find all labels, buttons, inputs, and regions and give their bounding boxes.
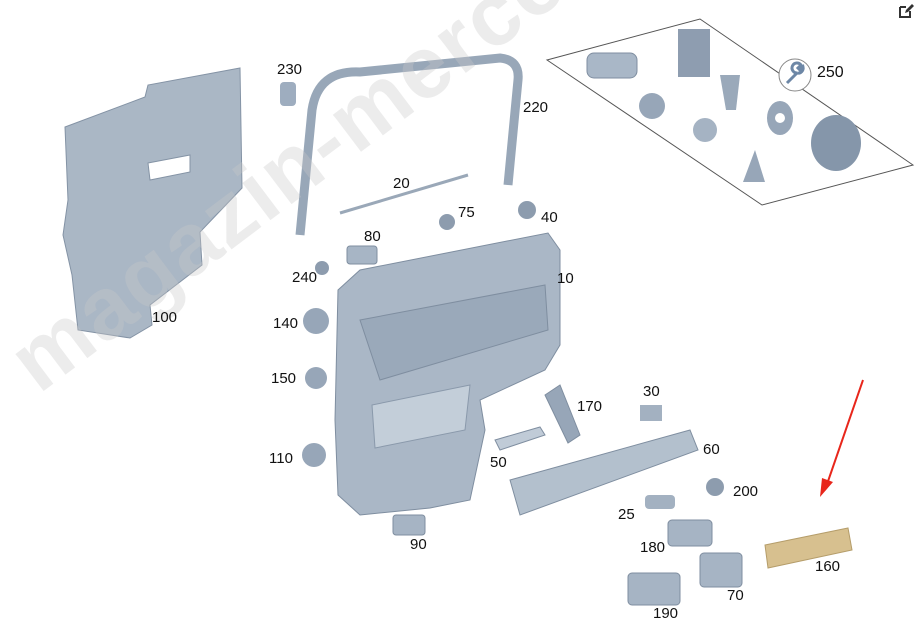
part-150-cap[interactable] — [305, 367, 327, 389]
label-30[interactable]: 30 — [643, 383, 660, 400]
label-110[interactable]: 110 — [269, 450, 293, 467]
label-160[interactable]: 160 — [815, 558, 841, 575]
label-60[interactable]: 60 — [703, 441, 720, 458]
part-70-handle[interactable] — [699, 552, 743, 588]
label-10[interactable]: 10 — [557, 270, 574, 287]
part-20-strip[interactable] — [339, 173, 469, 215]
label-150[interactable]: 150 — [271, 370, 297, 387]
label-25[interactable]: 25 — [618, 506, 635, 523]
label-80[interactable]: 80 — [364, 228, 381, 245]
part-50-frame[interactable] — [494, 426, 546, 451]
label-200[interactable]: 200 — [733, 483, 759, 500]
part-240-screw[interactable] — [315, 261, 329, 275]
label-20[interactable]: 20 — [393, 175, 410, 192]
edit-icon[interactable] — [898, 3, 914, 19]
part-10-door-panel[interactable] — [334, 232, 561, 516]
label-250[interactable]: 250 — [817, 64, 844, 81]
label-40[interactable]: 40 — [541, 209, 558, 226]
part-60-switch-panel[interactable] — [509, 429, 699, 516]
part-100-insulation[interactable] — [62, 67, 243, 339]
label-190[interactable]: 190 — [653, 605, 679, 622]
label-180[interactable]: 180 — [640, 539, 666, 556]
label-140[interactable]: 140 — [273, 315, 299, 332]
part-110-cap[interactable] — [302, 443, 326, 467]
label-100[interactable]: 100 — [152, 309, 178, 326]
label-50[interactable]: 50 — [490, 454, 507, 471]
label-75[interactable]: 75 — [458, 204, 475, 221]
part-25-clip[interactable] — [645, 495, 675, 509]
part-140-cap[interactable] — [303, 308, 329, 334]
part-80-bracket[interactable] — [346, 245, 378, 265]
label-220[interactable]: 220 — [523, 99, 549, 116]
label-240[interactable]: 240 — [292, 269, 318, 286]
red-pointer-arrow — [820, 379, 864, 497]
part-190-cover[interactable] — [627, 572, 681, 606]
part-220-frame[interactable] — [295, 53, 523, 236]
label-70[interactable]: 70 — [727, 587, 744, 604]
part-40-clip[interactable] — [518, 201, 536, 219]
part-75-clip[interactable] — [439, 214, 455, 230]
part-90-cap[interactable] — [392, 514, 426, 536]
wrench-icon[interactable] — [777, 57, 813, 93]
part-200-screw[interactable] — [706, 478, 724, 496]
part-30-clip[interactable] — [640, 405, 662, 421]
part-180-trim[interactable] — [667, 519, 713, 547]
part-250-kit-tray[interactable] — [545, 18, 915, 206]
part-160-trim-strip[interactable] — [764, 527, 853, 569]
label-230[interactable]: 230 — [277, 61, 303, 78]
part-170-cover[interactable] — [544, 384, 581, 444]
part-230-clip[interactable] — [280, 82, 296, 106]
label-90[interactable]: 90 — [410, 536, 427, 553]
label-170[interactable]: 170 — [577, 398, 603, 415]
